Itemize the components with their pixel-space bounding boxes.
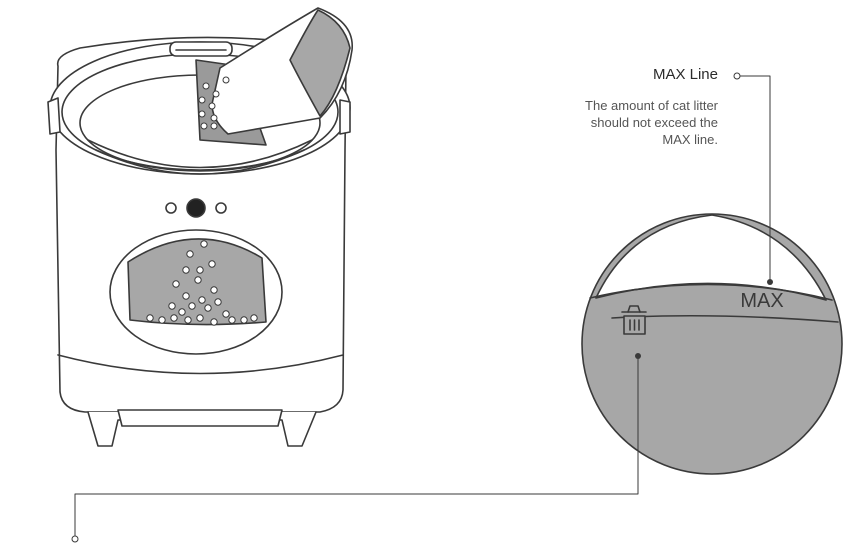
litter-granule [188, 302, 196, 310]
litter-granule [228, 316, 236, 324]
litter-granule [200, 122, 208, 130]
litter-granule [198, 296, 206, 304]
litter-granule [168, 302, 176, 310]
litter-granule [182, 292, 190, 300]
leader-lines [71, 72, 773, 543]
litter-granule [194, 276, 202, 284]
litter-granule [196, 266, 204, 274]
window-litter-granules [146, 240, 258, 326]
litter-granule [210, 318, 218, 326]
litter-granule [182, 266, 190, 274]
litter-granule [178, 308, 186, 316]
litter-granule [222, 76, 230, 84]
litter-granule [196, 314, 204, 322]
callout-description-line: should not exceed the [590, 115, 718, 130]
zoom-detail [581, 213, 843, 475]
litter-granule [210, 122, 218, 130]
litter-granule [210, 114, 218, 122]
max-mark: MAX [740, 290, 783, 312]
litter-granule [170, 314, 178, 322]
litter-granule [200, 240, 208, 248]
litter-granule [202, 82, 210, 90]
litter-granule [240, 316, 248, 324]
callout-description-line: MAX line. [662, 132, 718, 147]
callout-description: The amount of cat litter should not exce… [520, 97, 718, 148]
litter-granule [198, 96, 206, 104]
litter-granule [214, 298, 222, 306]
litter-scoop [195, 7, 353, 146]
litter-granule [208, 260, 216, 268]
viewing-window [109, 229, 283, 355]
litter-granule [198, 110, 206, 118]
litter-granule [172, 280, 180, 288]
trash-bin-icon [621, 305, 647, 335]
litter-granule [212, 90, 220, 98]
callout-title: MAX Line [652, 66, 718, 83]
scoop-litter-granules [198, 76, 230, 130]
litter-granule [158, 316, 166, 324]
litter-granule [210, 286, 218, 294]
litter-granule [186, 250, 194, 258]
litter-granule [250, 314, 258, 322]
litter-granule [146, 314, 154, 322]
callout-description-line: The amount of cat litter [585, 98, 718, 113]
litter-granule [208, 102, 216, 110]
litter-granule [222, 310, 230, 318]
litter-granule [184, 316, 192, 324]
litter-granule [204, 304, 212, 312]
